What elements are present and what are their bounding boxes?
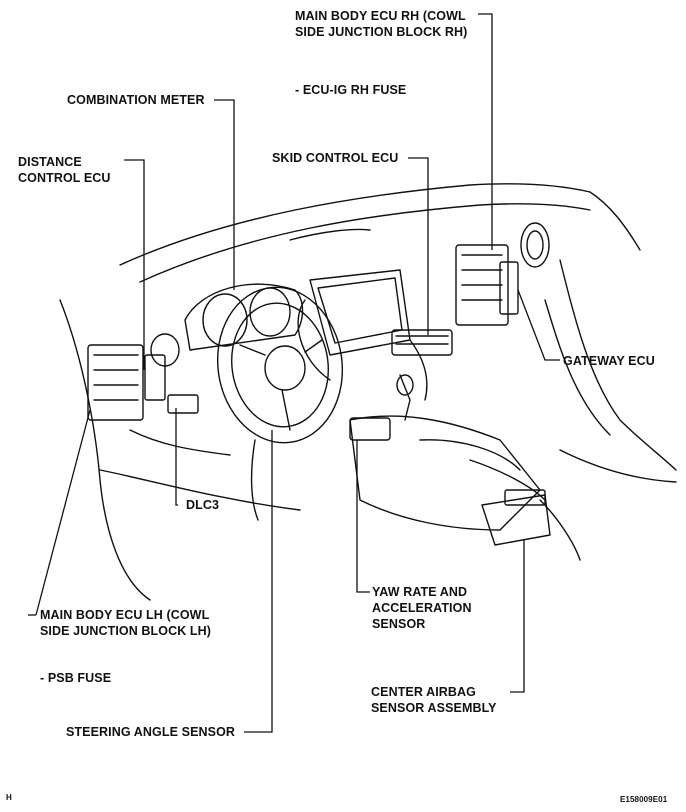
distance-control-ecu-body: [144, 354, 166, 401]
leader-main-body-ecu-lh: [35, 409, 91, 616]
leader-dlc3: [175, 408, 178, 506]
label-ecu-ig-rh-fuse: - ECU-IG RH FUSE: [295, 83, 407, 97]
right-air-vent: [520, 222, 550, 268]
label-combination-meter: COMBINATION METER: [67, 93, 205, 107]
label-distance-control-ecu: DISTANCE CONTROL ECU: [18, 155, 111, 185]
figure-code: E158009E01: [620, 795, 668, 804]
center-airbag-sensor-body: [481, 494, 551, 546]
main-body-ecu-rh-body: [455, 244, 509, 326]
leader-skid-control-ecu: [408, 157, 429, 335]
steering-wheel: [216, 286, 344, 444]
leader-steering-angle-sensor: [244, 430, 273, 733]
dashboard-top-outline: [119, 183, 591, 266]
yaw-rate-sensor-body: [349, 417, 391, 441]
leader-distance-control-ecu: [124, 159, 145, 370]
label-main-body-ecu-lh: MAIN BODY ECU LH (COWL SIDE JUNCTION BLO…: [40, 608, 212, 638]
corner-mark: H: [6, 793, 12, 802]
label-yaw-rate-sensor: YAW RATE AND ACCELERATION SENSOR: [372, 585, 472, 631]
main-body-ecu-lh-body: [87, 344, 144, 421]
label-dlc3: DLC3: [186, 498, 220, 512]
leader-main-body-ecu-rh: [478, 13, 493, 250]
leader-center-airbag-sensor: [510, 540, 525, 693]
leader-yaw-rate-sensor: [356, 440, 370, 593]
label-gateway-ecu: GATEWAY ECU: [563, 354, 655, 368]
center-console-outline: [349, 415, 541, 531]
skid-control-ecu-body: [391, 329, 453, 356]
label-center-airbag-sensor: CENTER AIRBAG SENSOR ASSEMBLY: [371, 685, 497, 715]
label-main-body-ecu-rh: MAIN BODY ECU RH (COWL SIDE JUNCTION BLO…: [295, 9, 468, 39]
right-door-outline: [589, 191, 641, 251]
label-skid-control-ecu: SKID CONTROL ECU: [272, 151, 399, 165]
dlc3-body: [167, 394, 199, 414]
label-psb-fuse: - PSB FUSE: [40, 671, 112, 685]
leader-combination-meter: [214, 99, 235, 290]
leader-gateway-ecu: [517, 289, 560, 361]
label-steering-angle-sensor: STEERING ANGLE SENSOR: [66, 725, 236, 739]
